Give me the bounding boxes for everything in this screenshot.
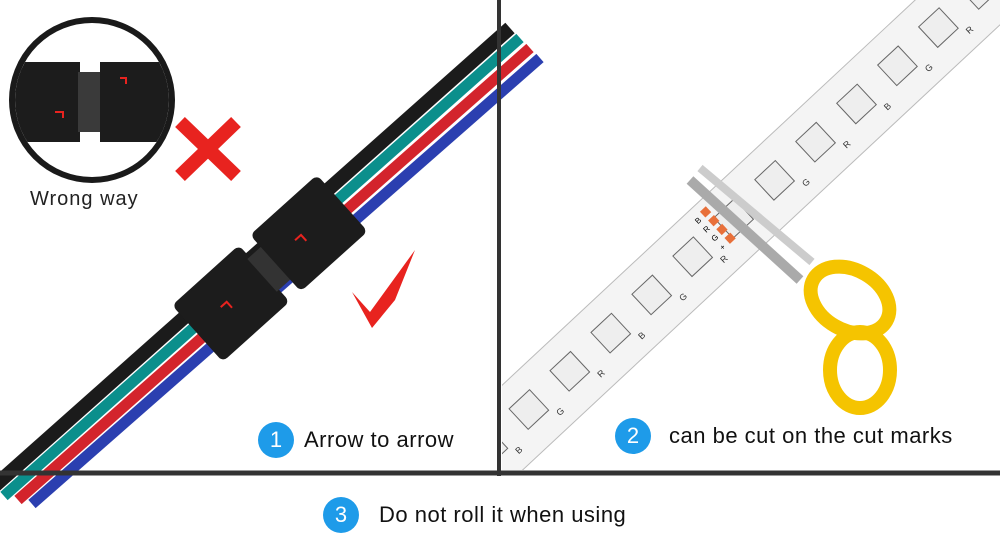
strip-label: R (718, 253, 730, 265)
cut-mark-label: B (693, 216, 703, 226)
led-chip (508, 389, 550, 430)
step-text: Do not roll it when using (379, 502, 627, 527)
check-icon (352, 250, 415, 328)
wrong-way-label: Wrong way (30, 188, 139, 210)
strip-label: R (964, 24, 976, 36)
strip-label: G (800, 176, 812, 188)
strip-label: B (636, 330, 647, 341)
wrong-x-icon (175, 116, 241, 182)
cut-mark-pad (716, 223, 728, 236)
strip-label: G (923, 62, 935, 74)
step-1: 1 Arrow to arrow (258, 422, 454, 458)
led-chip (502, 427, 509, 469)
strip-label: B (513, 444, 524, 455)
led-chip (590, 312, 632, 354)
led-chip (754, 159, 796, 201)
cut-mark-label: + (718, 242, 728, 252)
led-chip (836, 83, 877, 125)
scissors-icon (686, 164, 897, 415)
step-number-badge: 3 (323, 497, 359, 533)
led-chip (549, 350, 591, 392)
connector (174, 177, 366, 360)
step-3: 3 Do not roll it when using (323, 497, 626, 533)
wrong-way-inset (9, 17, 175, 183)
led-chip (917, 7, 959, 49)
step-text: can be cut on the cut marks (669, 423, 953, 448)
step-2: 2 can be cut on the cut marks (615, 418, 953, 454)
strip-label: R (472, 482, 484, 494)
led-chip (876, 45, 918, 87)
cut-mark-pad (699, 206, 712, 218)
cut-mark-pad (724, 232, 736, 244)
strip-label: G (554, 406, 566, 418)
strip-label: B (882, 101, 893, 112)
cut-mark-pad (708, 215, 720, 227)
strip-label: G (677, 291, 689, 303)
led-chip (672, 236, 714, 278)
led-chip (795, 121, 837, 163)
step-number-badge: 1 (258, 422, 294, 458)
cut-mark-label: R (701, 224, 712, 235)
step-text: Arrow to arrow (304, 427, 455, 452)
step-number-badge: 2 (615, 418, 651, 454)
strip-label: R (841, 138, 853, 150)
cut-mark-label: G (710, 233, 721, 244)
led-chip (631, 274, 673, 316)
strip-label: R (595, 367, 607, 379)
